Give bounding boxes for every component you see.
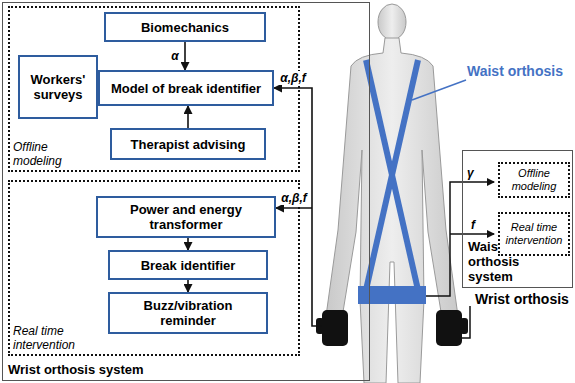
flow-arrow xyxy=(187,106,189,128)
box-label: Workers' surveys xyxy=(20,70,96,104)
process-box: Workers' surveys xyxy=(18,55,98,119)
flow-arrow xyxy=(187,238,189,250)
signal-arrow xyxy=(450,233,494,235)
box-label: Offline modeling xyxy=(500,166,568,194)
edge-label: α xyxy=(170,49,179,63)
box-label: Biomechanics xyxy=(137,18,233,37)
box-label: Model of break identifier xyxy=(107,79,265,98)
callout-leader xyxy=(412,80,466,100)
process-box: Biomechanics xyxy=(104,12,266,42)
offline-group: Offline modeling BiomechanicsWorkers' sur… xyxy=(8,6,300,172)
system-heading: Wrist orthosis system xyxy=(7,362,145,377)
offline-box: Offline modeling xyxy=(498,162,570,198)
signal-arrow xyxy=(274,88,322,326)
waist-strap xyxy=(366,60,418,290)
box-label: Therapist advising xyxy=(127,135,250,154)
waist-belt xyxy=(358,286,426,304)
wrist-orthosis-right xyxy=(436,310,468,346)
signal-label: γ xyxy=(466,166,475,180)
group-heading: Real time intervention xyxy=(12,324,98,352)
box-label: Real time intervention xyxy=(500,220,568,248)
system-panel: Waist orthosis systemOffline modelingRea… xyxy=(462,150,573,288)
callout-label: Waist orthosis xyxy=(466,64,564,78)
system-panel: Wrist orthosis system Offline modeling Bio… xyxy=(2,2,370,381)
signal-arrow xyxy=(276,207,312,209)
process-box: Break identifier xyxy=(108,250,268,280)
wrist-orthosis-left xyxy=(316,310,348,346)
waist-strap xyxy=(366,60,418,290)
process-box: Therapist advising xyxy=(110,128,266,160)
process-box: Model of break identifier xyxy=(98,70,274,106)
flow-arrow xyxy=(187,280,189,292)
box-label: Buzz/vibration reminder xyxy=(110,296,266,330)
callout-leader xyxy=(462,306,470,338)
box-label: Break identifier xyxy=(137,256,240,275)
group-heading: Offline modeling xyxy=(12,140,78,168)
process-box: Power and energy transformer xyxy=(96,196,276,238)
signal-label: α,β,f xyxy=(280,191,308,205)
process-box: Buzz/vibration reminder xyxy=(108,292,268,334)
box-label: Power and energy transformer xyxy=(98,200,274,234)
realtime-box: Real time intervention xyxy=(498,212,570,256)
realtime-group: Real time intervention Power and energy t… xyxy=(8,180,300,356)
signal-label: α,β,f xyxy=(279,71,307,85)
flow-arrow xyxy=(184,42,186,70)
head xyxy=(378,4,406,40)
callout-label: Wrist orthosis xyxy=(474,292,570,306)
signal-label: f xyxy=(470,218,476,232)
